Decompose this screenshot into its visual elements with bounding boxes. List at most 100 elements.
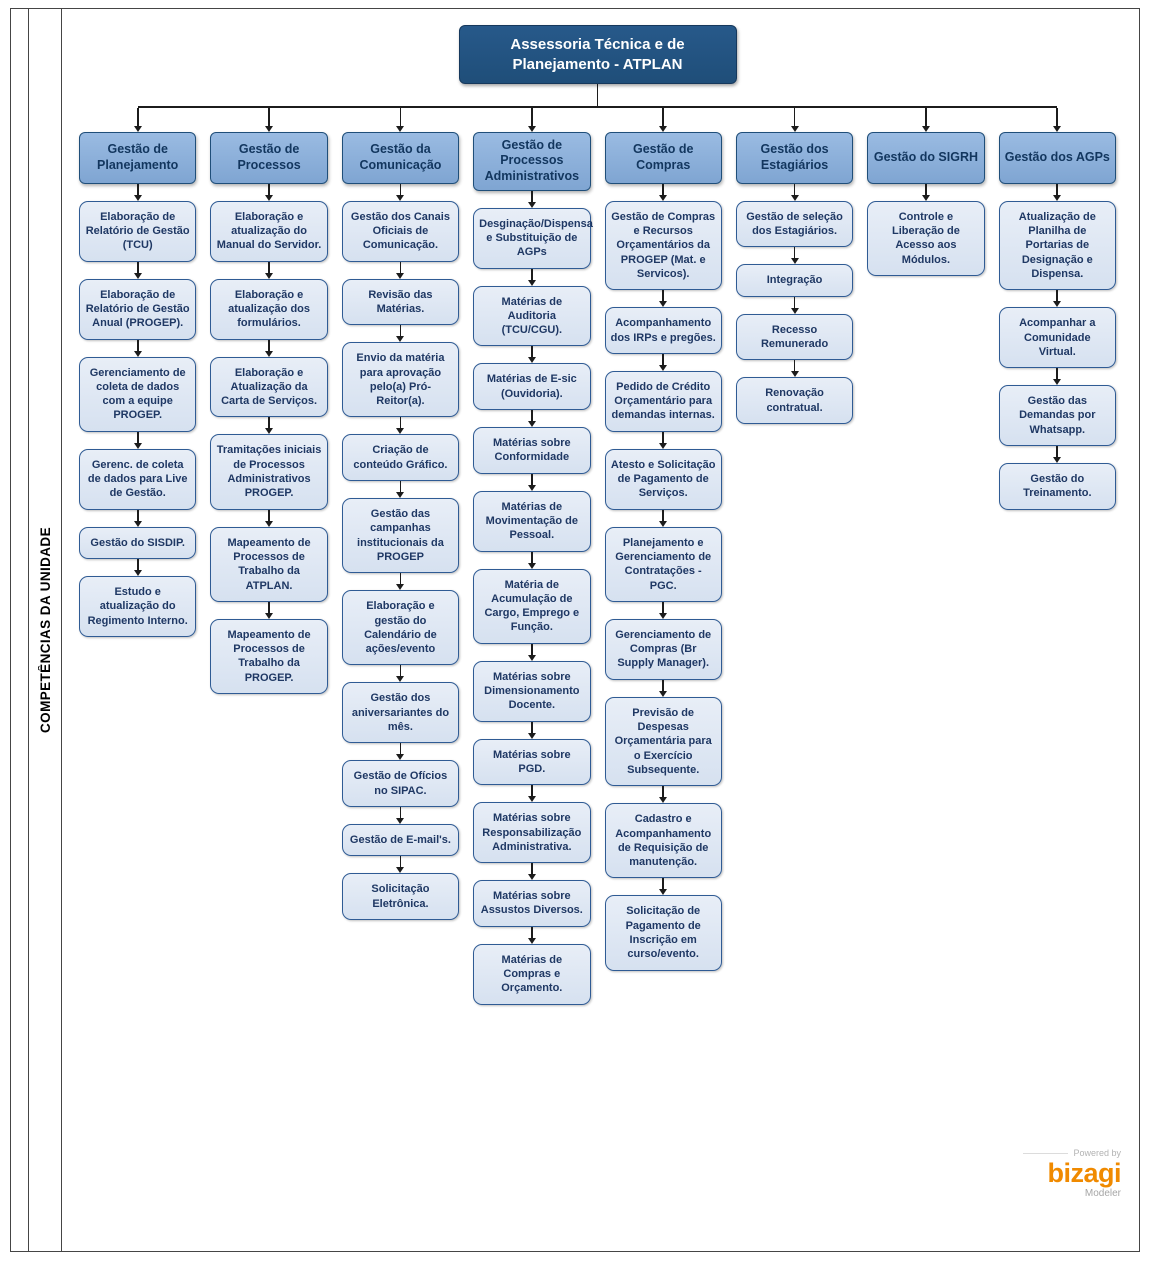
- column-header[interactable]: Gestão de Compras: [604, 131, 722, 184]
- task-node[interactable]: Envio da matéria para aprovação pelo(a) …: [341, 342, 460, 418]
- task-node[interactable]: Estudo e atualização do Regimento Intern…: [79, 575, 197, 637]
- task-node[interactable]: Matérias sobre PGD.: [473, 738, 591, 786]
- arrow-connector: [396, 743, 405, 761]
- column-header[interactable]: Gestão de Planejamento: [79, 131, 197, 184]
- task-node[interactable]: Elaboração e Atualização da Carta de Ser…: [210, 356, 328, 418]
- arrowhead-down-icon: [396, 194, 405, 201]
- arrow-connector: [265, 509, 274, 527]
- arrow-connector: [1053, 107, 1062, 132]
- task-node[interactable]: Revisão das Matérias.: [341, 278, 460, 326]
- task-node[interactable]: Previsão de Despesas Orçamentária para o…: [604, 696, 722, 787]
- task-node[interactable]: Gestão de E-mail's.: [341, 823, 460, 857]
- task-node[interactable]: Gestão de Compras e Recursos Orçamentári…: [604, 200, 722, 291]
- task-node[interactable]: Desginação/Dispensa e Substituição de AG…: [473, 207, 593, 269]
- task-node[interactable]: Elaboração de Relatório de Gestão (TCU): [79, 200, 197, 262]
- task-node[interactable]: Gerenciamento de Compras (Br Supply Mana…: [604, 618, 722, 680]
- task-node[interactable]: Gerenciamento de coleta de dados com a e…: [79, 356, 197, 432]
- root-node[interactable]: Assessoria Técnica e de Planejamento - A…: [458, 25, 737, 84]
- task-node[interactable]: Controle e Liberação de Acesso aos Módul…: [867, 200, 985, 276]
- powered-by-rule: [1023, 1152, 1069, 1154]
- task-node[interactable]: Gestão de Ofícios no SIPAC.: [341, 760, 460, 807]
- connector-line: [268, 107, 270, 126]
- arrowhead-down-icon: [659, 125, 668, 132]
- arrowhead-down-icon: [133, 569, 142, 576]
- task-node[interactable]: Planejamento e Gerenciamento de Contrata…: [604, 526, 722, 602]
- arrowhead-down-icon: [659, 442, 668, 449]
- task-node[interactable]: Elaboração e gestão do Calendário de açõ…: [341, 590, 460, 666]
- task-node[interactable]: Cadastro e Acompanhamento de Requisição …: [604, 803, 722, 879]
- connector-line: [1056, 368, 1059, 380]
- task-node[interactable]: Matérias de Auditoria (TCU/CGU).: [473, 285, 591, 347]
- arrowhead-down-icon: [527, 357, 536, 364]
- task-node[interactable]: Renovação contratual.: [735, 377, 854, 424]
- task-node[interactable]: Gestão das Demandas por Whatsapp.: [998, 385, 1116, 447]
- task-node[interactable]: Mapeamento de Processos de Trabalho da A…: [210, 526, 328, 602]
- task-node[interactable]: Atualização de Planilha de Portarias de …: [998, 200, 1116, 291]
- task-node[interactable]: Gestão das campanhas institucionais da P…: [341, 498, 460, 574]
- arrowhead-down-icon: [265, 520, 274, 527]
- task-node[interactable]: Solicitação de Pagamento de Inscrição em…: [604, 895, 722, 971]
- org-column-7: Gestão do SIGRH Controle e Liberação de A…: [860, 107, 991, 276]
- arrowhead-down-icon: [921, 125, 930, 132]
- connector-line: [793, 360, 796, 372]
- task-node[interactable]: Recesso Remunerado: [735, 313, 854, 361]
- column-header[interactable]: Gestão do SIGRH: [867, 131, 985, 184]
- column-header[interactable]: Gestão dos AGPs: [998, 131, 1116, 184]
- task-node[interactable]: Matérias de Movimentação de Pessoal.: [473, 490, 591, 552]
- task-node[interactable]: Gestão do SISDIP.: [79, 526, 197, 559]
- task-node[interactable]: Mapeamento de Processos de Trabalho da P…: [210, 618, 328, 695]
- connector-line: [1056, 183, 1059, 195]
- arrowhead-down-icon: [396, 817, 405, 824]
- arrowhead-down-icon: [265, 194, 274, 201]
- powered-by-text: Powered by: [1073, 1148, 1121, 1158]
- task-node[interactable]: Atesto e Solicitação de Pagamento de Ser…: [604, 448, 722, 510]
- arrow-connector: [659, 290, 668, 308]
- connector-line: [530, 863, 533, 875]
- task-node[interactable]: Matérias sobre Assustos Diversos.: [473, 880, 591, 927]
- connector-line: [268, 417, 270, 429]
- task-node[interactable]: Acompanhamento dos IRPs e pregões.: [604, 307, 722, 354]
- task-node[interactable]: Acompanhar a Comunidade Virtual.: [998, 307, 1116, 369]
- task-node[interactable]: Pedido de Crédito Orçamentário para dema…: [604, 370, 722, 432]
- arrowhead-down-icon: [133, 350, 142, 357]
- arrowhead-down-icon: [527, 796, 536, 803]
- task-node[interactable]: Gestão de seleção dos Estagiários.: [735, 200, 854, 248]
- connector-line: [793, 183, 796, 195]
- arrowhead-down-icon: [527, 654, 536, 661]
- connector-line: [1056, 290, 1059, 302]
- task-node[interactable]: Elaboração e atualização do Manual do Se…: [210, 200, 328, 262]
- arrow-connector: [659, 353, 668, 371]
- arrow-connector: [659, 878, 668, 896]
- connector-line: [399, 481, 402, 493]
- task-node[interactable]: Elaboração e atualização dos formulários…: [210, 278, 328, 340]
- task-node[interactable]: Gestão do Treinamento.: [998, 463, 1116, 510]
- column-header[interactable]: Gestão dos Estagiários: [735, 131, 854, 184]
- arrow-connector: [396, 183, 405, 201]
- task-node[interactable]: Elaboração de Relatório de Gestão Anual …: [79, 278, 197, 340]
- column-header[interactable]: Gestão de Processos Administrativos: [473, 131, 591, 191]
- task-node[interactable]: Matérias de Compras e Orçamento.: [473, 943, 591, 1005]
- column-header[interactable]: Gestão de Processos: [210, 131, 328, 184]
- task-node[interactable]: Matérias de E-sic (Ouvidoria).: [473, 363, 591, 411]
- task-node[interactable]: Gestão dos aniversariantes do mês.: [341, 682, 460, 744]
- arrow-connector: [527, 551, 536, 569]
- task-node[interactable]: Solicitação Eletrônica.: [341, 873, 460, 920]
- task-node[interactable]: Gestão dos Canais Oficiais de Comunicaçã…: [341, 200, 460, 262]
- task-node[interactable]: Gerenc. de coleta de dados para Live de …: [79, 448, 197, 510]
- task-node[interactable]: Criação de conteúdo Gráfico.: [341, 434, 460, 482]
- column-header[interactable]: Gestão da Comunicação: [341, 131, 460, 184]
- task-node[interactable]: Matéria de Acumulação de Cargo, Emprego …: [473, 568, 591, 644]
- connector-line: [662, 107, 665, 126]
- arrowhead-down-icon: [659, 797, 668, 804]
- task-node[interactable]: Integração: [735, 264, 854, 297]
- connector-line: [530, 346, 533, 358]
- task-node[interactable]: Matérias sobre Dimensionamento Docente.: [473, 660, 591, 722]
- arrow-connector: [527, 473, 536, 491]
- arrow-connector: [659, 431, 668, 449]
- task-node[interactable]: Matérias sobre Conformidade: [473, 427, 591, 474]
- arrowhead-down-icon: [659, 301, 668, 308]
- task-node[interactable]: Tramitações iniciais de Processos Admini…: [210, 434, 328, 510]
- task-node[interactable]: Matérias sobre Responsabilização Adminis…: [473, 802, 591, 864]
- arrowhead-down-icon: [1053, 457, 1062, 464]
